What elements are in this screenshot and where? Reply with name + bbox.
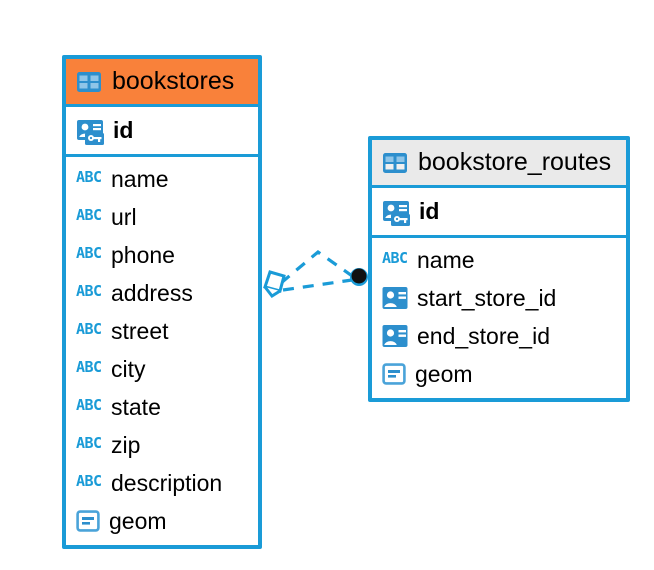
primary-key-icon bbox=[77, 119, 104, 145]
primary-key-section: id bbox=[372, 188, 626, 238]
geometry-icon bbox=[382, 363, 406, 385]
text-abc-icon: ABC bbox=[76, 168, 102, 186]
field-label: start_store_id bbox=[417, 284, 557, 311]
field-row-city[interactable]: ABC city bbox=[66, 350, 258, 388]
primary-key-icon bbox=[383, 200, 410, 226]
field-label: state bbox=[111, 393, 161, 420]
text-abc-icon: ABC bbox=[76, 282, 102, 300]
field-row-start-store-id[interactable]: start_store_id bbox=[372, 279, 626, 317]
field-label: name bbox=[417, 246, 475, 273]
field-row-address[interactable]: ABC address bbox=[66, 274, 258, 312]
field-label: id bbox=[419, 198, 440, 224]
field-row-end-store-id[interactable]: end_store_id bbox=[372, 317, 626, 355]
text-abc-icon: ABC bbox=[76, 472, 102, 490]
table-icon bbox=[77, 71, 101, 92]
field-label: geom bbox=[415, 360, 473, 387]
field-label: url bbox=[111, 203, 137, 230]
field-row-url[interactable]: ABC url bbox=[66, 198, 258, 236]
field-label: description bbox=[111, 469, 223, 496]
entity-bookstore-routes[interactable]: bookstore_routes id bbox=[368, 136, 630, 402]
entity-title: bookstore_routes bbox=[418, 148, 612, 176]
entity-title: bookstores bbox=[112, 67, 235, 95]
field-label: zip bbox=[111, 431, 141, 458]
table-icon bbox=[383, 152, 407, 173]
relationship-line-upper bbox=[279, 249, 356, 285]
field-row-zip[interactable]: ABC zip bbox=[66, 426, 258, 464]
foreign-key-icon bbox=[382, 325, 408, 347]
field-label: id bbox=[113, 117, 134, 143]
field-section-bookstores: ABC name ABC url ABC phone ABC bbox=[66, 157, 258, 544]
field-section-bookstore-routes: ABC name start_store_id bbox=[372, 238, 626, 397]
text-abc-icon: ABC bbox=[76, 244, 102, 262]
filled-circle-marker bbox=[350, 268, 368, 286]
field-row-description[interactable]: ABC description bbox=[66, 464, 258, 502]
relationship-line-lower bbox=[282, 278, 353, 292]
geometry-icon bbox=[76, 510, 100, 532]
foreign-key-icon bbox=[382, 287, 408, 309]
field-row-pk[interactable]: id bbox=[372, 188, 626, 235]
field-row-name[interactable]: ABC name bbox=[372, 241, 626, 279]
entity-header-bookstore-routes[interactable]: bookstore_routes bbox=[372, 140, 626, 188]
field-row-pk[interactable]: id bbox=[66, 107, 258, 154]
text-abc-icon: ABC bbox=[76, 396, 102, 414]
text-abc-icon: ABC bbox=[76, 358, 102, 376]
field-row-geom[interactable]: geom bbox=[372, 355, 626, 393]
field-row-street[interactable]: ABC street bbox=[66, 312, 258, 350]
primary-key-section: id bbox=[66, 107, 258, 157]
field-label: address bbox=[111, 279, 193, 306]
field-label: phone bbox=[111, 241, 175, 268]
field-label: end_store_id bbox=[417, 322, 550, 349]
field-label: geom bbox=[109, 507, 167, 534]
entity-bookstores[interactable]: bookstores id bbox=[62, 55, 262, 549]
field-row-phone[interactable]: ABC phone bbox=[66, 236, 258, 274]
field-label: name bbox=[111, 165, 169, 192]
field-row-state[interactable]: ABC state bbox=[66, 388, 258, 426]
diamond-marker bbox=[263, 270, 286, 298]
text-abc-icon: ABC bbox=[382, 249, 408, 267]
entity-header-bookstores[interactable]: bookstores bbox=[66, 59, 258, 107]
text-abc-icon: ABC bbox=[76, 206, 102, 224]
field-label: city bbox=[111, 355, 146, 382]
field-row-name[interactable]: ABC name bbox=[66, 160, 258, 198]
text-abc-icon: ABC bbox=[76, 434, 102, 452]
field-row-geom[interactable]: geom bbox=[66, 502, 258, 540]
field-label: street bbox=[111, 317, 169, 344]
text-abc-icon: ABC bbox=[76, 320, 102, 338]
